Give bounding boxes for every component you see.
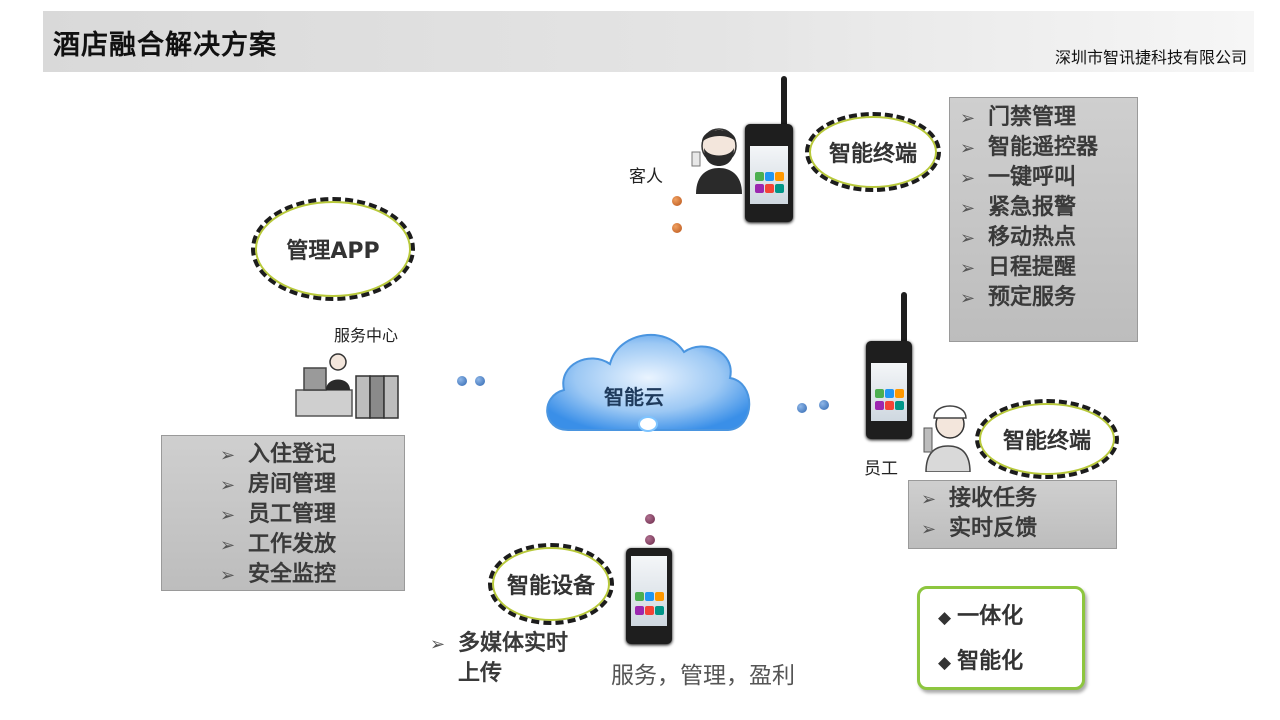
smart-device-label: 智能设备 xyxy=(506,574,595,599)
page-title: 酒店融合解决方案 xyxy=(53,30,277,61)
connector-dot xyxy=(457,376,467,386)
company-name: 深圳市智讯捷科技有限公司 xyxy=(1054,48,1247,67)
list-item: ➢房间管理 xyxy=(220,470,404,500)
list-item: ➢移动热点 xyxy=(960,223,1137,253)
service-center-label: 服务中心 xyxy=(334,326,399,345)
chevron-right-icon: ➢ xyxy=(960,108,976,129)
staff-terminal-label: 智能终端 xyxy=(1002,429,1091,454)
features-box: ◆一体化 ◆智能化 xyxy=(917,586,1085,690)
staff-avatar-icon xyxy=(923,405,971,472)
management-app-oval: 管理APP xyxy=(251,197,415,301)
list-item: ➢门禁管理 xyxy=(960,103,1137,133)
connector-dot xyxy=(475,376,485,386)
connector-dot xyxy=(672,196,682,206)
guest-phone-icon xyxy=(745,124,793,222)
phone-antenna xyxy=(781,76,787,134)
cloud-icon xyxy=(546,334,751,432)
list-item: ➢日程提醒 xyxy=(960,253,1137,283)
list-item: ➢预定服务 xyxy=(960,283,1137,313)
chevron-right-icon: ➢ xyxy=(220,445,236,466)
list-item: ◆一体化 xyxy=(938,595,1082,640)
service-center-feature-list: ➢入住登记 ➢房间管理 ➢员工管理 ➢工作发放 ➢安全监控 xyxy=(161,435,405,591)
cloud-label: 智能云 xyxy=(604,385,664,409)
chevron-right-icon: ➢ xyxy=(960,198,976,219)
management-app-label: 管理APP xyxy=(286,239,380,264)
staff-label: 员工 xyxy=(864,459,898,479)
chevron-right-icon: ➢ xyxy=(960,288,976,309)
list-item: ➢实时反馈 xyxy=(921,514,1116,544)
guest-feature-list: ➢门禁管理 ➢智能遥控器 ➢一键呼叫 ➢紧急报警 ➢移动热点 ➢日程提醒 ➢预定… xyxy=(949,97,1138,342)
phone-antenna xyxy=(901,292,907,348)
list-item: ➢紧急报警 xyxy=(960,193,1137,223)
guest-avatar-icon xyxy=(691,128,742,194)
staff-terminal-oval: 智能终端 xyxy=(975,399,1119,479)
chevron-right-icon: ➢ xyxy=(960,228,976,249)
chevron-right-icon: ➢ xyxy=(220,535,236,556)
connector-dot xyxy=(819,400,829,410)
guest-terminal-label: 智能终端 xyxy=(828,142,917,167)
list-item: ➢智能遥控器 xyxy=(960,133,1137,163)
chevron-right-icon: ➢ xyxy=(960,258,976,279)
list-item: ➢入住登记 xyxy=(220,440,404,470)
chevron-right-icon: ➢ xyxy=(220,565,236,586)
chevron-right-icon: ➢ xyxy=(430,634,446,655)
staff-feature-list: ➢接收任务 ➢实时反馈 xyxy=(908,480,1117,549)
list-item: ➢工作发放 xyxy=(220,530,404,560)
smart-device-oval: 智能设备 xyxy=(488,543,614,625)
list-item: ➢接收任务 xyxy=(921,484,1116,514)
staff-phone-icon xyxy=(866,341,912,439)
connector-dot xyxy=(797,403,807,413)
connector-dot xyxy=(645,514,655,524)
chevron-right-icon: ➢ xyxy=(220,475,236,496)
chevron-right-icon: ➢ xyxy=(921,489,937,510)
list-item: ➢安全监控 xyxy=(220,560,404,590)
connector-dot xyxy=(672,223,682,233)
list-item: ◆智能化 xyxy=(938,640,1082,685)
chevron-right-icon: ➢ xyxy=(220,505,236,526)
connector-dot xyxy=(645,535,655,545)
chevron-right-icon: ➢ xyxy=(960,168,976,189)
diamond-icon: ◆ xyxy=(938,653,952,673)
guest-terminal-oval: 智能终端 xyxy=(805,112,941,192)
chevron-right-icon: ➢ xyxy=(960,138,976,159)
tagline: 服务，管理，盈利 xyxy=(611,663,795,689)
list-item: ➢一键呼叫 xyxy=(960,163,1137,193)
device-feature: ➢多媒体实时 上传 xyxy=(430,631,569,686)
chevron-right-icon: ➢ xyxy=(921,519,937,540)
guest-label: 客人 xyxy=(629,167,663,187)
list-item: ➢员工管理 xyxy=(220,500,404,530)
device-phone-icon xyxy=(626,548,672,644)
title-bar xyxy=(43,11,1254,72)
diamond-icon: ◆ xyxy=(938,608,952,628)
service-desk-icon xyxy=(295,353,399,419)
